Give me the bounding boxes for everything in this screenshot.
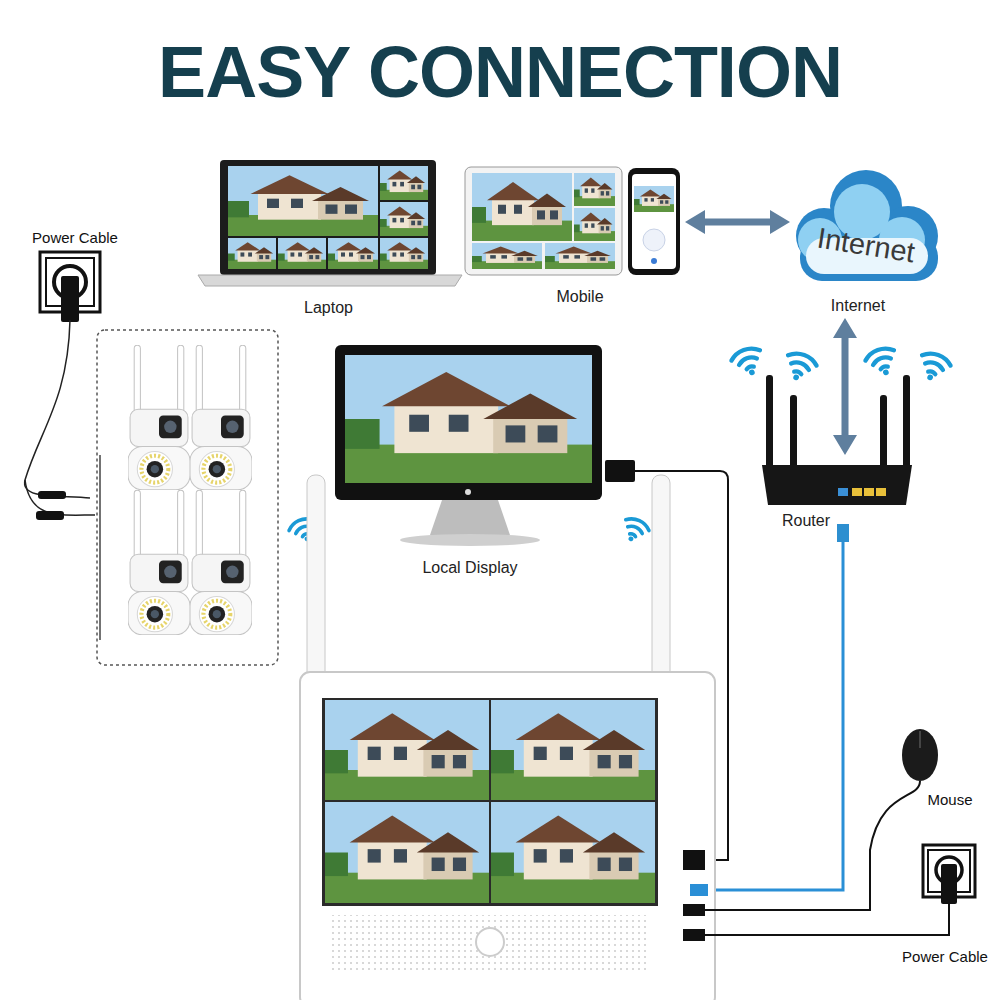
device-label: Laptop (195, 298, 462, 317)
router-port (864, 488, 874, 496)
device-label: Local Display (330, 558, 610, 577)
double-arrow (833, 318, 857, 455)
power-wire (25, 480, 95, 515)
tablet-view (545, 243, 615, 269)
double-arrow (685, 210, 790, 234)
wifi-icon (863, 345, 901, 380)
laptop-node: Laptop (195, 160, 462, 318)
dc-connector (36, 511, 64, 520)
nvr-body (300, 672, 715, 1000)
nvr-view (325, 802, 489, 903)
wifi-icon (781, 350, 819, 385)
monitor-view (345, 355, 592, 483)
mobile-node: Mobile (465, 165, 685, 306)
nvr-button (476, 928, 504, 956)
mouse-node: Mouse (895, 725, 995, 812)
device-label: Internet (790, 296, 926, 315)
nvr-lan-port (690, 884, 708, 896)
tablet (465, 167, 622, 275)
diagram-title: EASY CONNECTION (0, 36, 1000, 108)
tablet-view (472, 173, 572, 241)
laptop-view (228, 166, 378, 236)
usb-plug (683, 904, 705, 916)
camera (128, 490, 190, 635)
nvr-view (491, 802, 655, 903)
monitor-logo (465, 489, 471, 495)
camera (190, 490, 252, 635)
wifi-icon (618, 515, 651, 546)
display-node: Local Display (330, 345, 610, 578)
monitor-frame (335, 345, 602, 500)
power-node: Power Cable (890, 840, 1000, 968)
power-node: Power Cable (20, 225, 130, 320)
mouse (902, 729, 938, 781)
tablet-view (574, 208, 615, 241)
phone-screen (632, 174, 676, 269)
monitor-foot (400, 534, 540, 546)
device-label: Mouse (905, 791, 995, 809)
power-wire (25, 320, 90, 498)
dc-connector (38, 491, 66, 499)
router-antenna (766, 375, 773, 470)
phone (628, 168, 680, 275)
internet-cloud: InternetInternet (790, 170, 940, 318)
cable-plug (837, 524, 849, 542)
device-label: Router (760, 511, 852, 530)
laptop-view (380, 166, 428, 200)
laptop-base (198, 275, 462, 286)
power-plug (941, 864, 957, 904)
laptop-view (380, 238, 428, 269)
monitor-stand (430, 500, 510, 535)
camera (190, 345, 252, 490)
nvr-view (491, 700, 655, 800)
hdmi-plug (605, 460, 635, 482)
cloud-text: Internet (794, 217, 938, 273)
mouse-cable (705, 781, 920, 910)
laptop-view (278, 238, 326, 269)
laptop-view (380, 202, 428, 236)
nvr-hdmi-port (683, 850, 705, 870)
phone-button (651, 258, 657, 264)
phone-view (634, 186, 674, 212)
device-label: Power Cable (20, 229, 130, 247)
laptop-view (228, 238, 276, 269)
tablet-view (472, 243, 542, 269)
phone-control (643, 229, 665, 251)
camera (128, 345, 190, 490)
device-label: Mobile (465, 287, 695, 306)
router-port (838, 488, 848, 496)
power-plug (61, 276, 79, 322)
nvr-antenna (652, 475, 670, 685)
nvr-speaker (330, 915, 650, 973)
device-label: Power Cable (890, 948, 1000, 966)
router-antenna (903, 375, 910, 470)
router-antenna (790, 395, 797, 470)
nvr-screen (322, 698, 658, 906)
router-antenna (880, 395, 887, 470)
router-body (762, 465, 912, 505)
wifi-icon (729, 345, 767, 380)
router-port (876, 488, 886, 496)
nvr-view (325, 700, 489, 800)
laptop-view (328, 238, 378, 269)
laptop-lid (220, 160, 436, 275)
router-port (852, 488, 862, 496)
mouse-split (919, 731, 921, 748)
camera-group-frame (97, 330, 278, 665)
wifi-icon (915, 350, 953, 385)
dc-plug (683, 929, 705, 941)
nvr-antenna (307, 475, 325, 685)
power-wire (99, 455, 101, 640)
tablet-view (574, 173, 615, 206)
router-node: Router (760, 455, 915, 530)
power-wire (705, 902, 949, 935)
